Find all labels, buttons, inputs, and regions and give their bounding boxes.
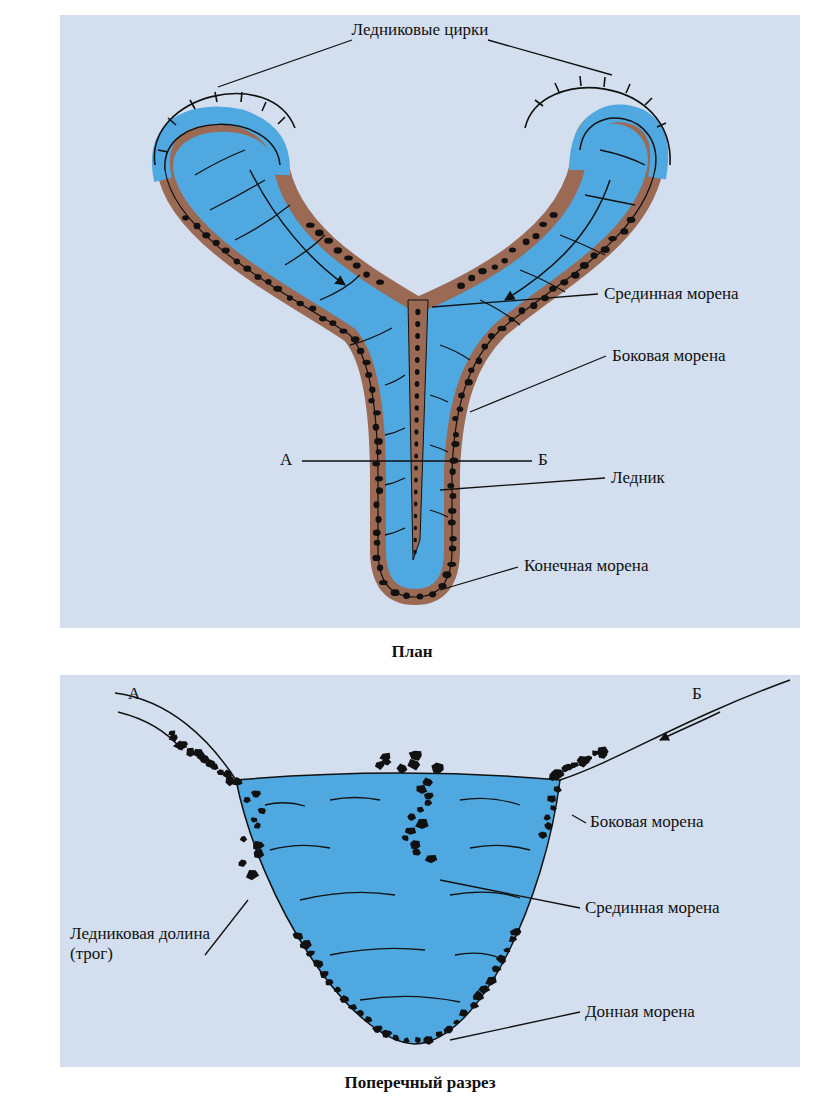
leader-lines — [205, 815, 586, 1040]
glacier-edge — [580, 118, 656, 170]
slope-arrow — [660, 712, 720, 740]
cirque-ice — [161, 116, 281, 180]
callout-label: Ледниковые цирки — [352, 20, 489, 40]
callout-label: Боковая морена — [612, 346, 726, 366]
section-letter: Б — [538, 450, 548, 470]
panel-caption: План — [391, 642, 432, 662]
valley-wall — [115, 693, 236, 780]
flow-lines — [195, 150, 645, 535]
flow-arrow — [505, 180, 610, 300]
section-letter: А — [128, 684, 140, 704]
callout-label: Срединная морена — [604, 284, 739, 304]
callout-label: Конечная морена — [524, 556, 648, 576]
valley-wall — [560, 680, 790, 780]
flow-lines — [265, 798, 530, 1003]
callout-label: Донная морена — [585, 1002, 695, 1022]
callout-label: Ледниковая долина (трог) — [70, 924, 215, 963]
cirque-rim — [154, 76, 670, 165]
cirque-ice — [578, 114, 659, 178]
leader-lines — [218, 40, 612, 590]
lateral-moraine-band — [165, 116, 656, 597]
moraine-stones — [182, 212, 635, 599]
glacier-edge — [165, 124, 280, 170]
medial-moraine-band — [408, 300, 428, 560]
moraine-edge — [165, 170, 655, 597]
section-letter: Б — [692, 684, 702, 704]
section-panel — [60, 675, 800, 1067]
callout-label: Срединная морена — [585, 898, 720, 918]
callout-label: Боковая морена — [590, 812, 704, 832]
plan-panel — [60, 15, 800, 628]
section-letter: А — [280, 450, 292, 470]
panel-caption: Поперечный разрез — [345, 1073, 496, 1093]
flow-arrow — [250, 170, 345, 285]
moraine-blocks — [168, 731, 608, 1045]
slope-arrow — [118, 712, 182, 750]
callout-label: Ледник — [611, 468, 665, 488]
trough-ice — [236, 773, 560, 1044]
